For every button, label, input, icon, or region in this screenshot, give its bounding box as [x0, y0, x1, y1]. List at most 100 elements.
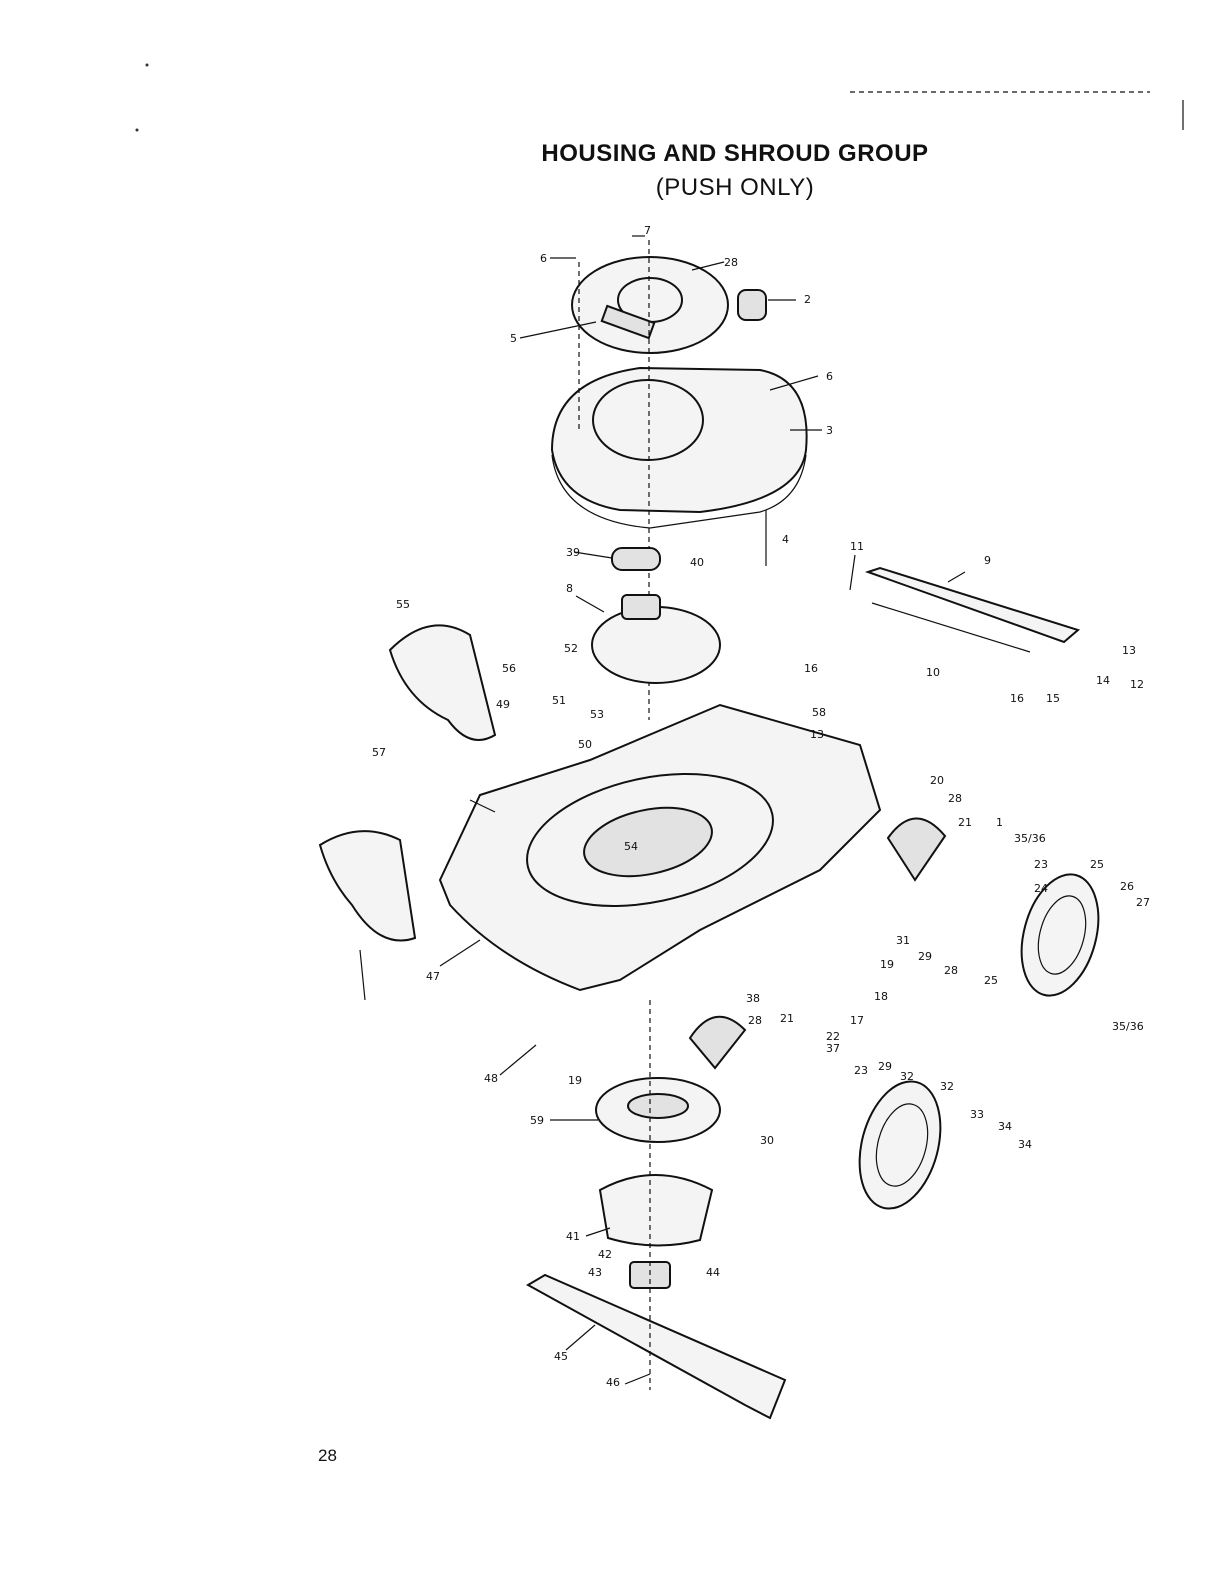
callout-number: 26 — [1120, 880, 1134, 893]
hinge-plate-part — [864, 566, 1081, 644]
callout-number: 29 — [918, 950, 932, 963]
callout-number: 57 — [372, 746, 386, 759]
callout-number: 40 — [690, 556, 704, 569]
callout-labels: 1 2 3 4 5 6 6 7 8 9 10 11 12 13 13 14 15… — [372, 224, 1150, 1389]
callout-number: 23 — [854, 1064, 868, 1077]
callout-number: 3 — [826, 424, 833, 437]
leader-line — [769, 375, 819, 391]
deck-motor-opening — [583, 806, 713, 878]
callout-number: 17 — [850, 1014, 864, 1027]
callout-number: 32 — [900, 1070, 914, 1083]
callout-number: 15 — [1046, 692, 1060, 705]
callout-number: 5 — [510, 332, 517, 345]
callout-number: 28 — [748, 1014, 762, 1027]
callout-number: 34 — [998, 1120, 1012, 1133]
leader-line — [469, 799, 496, 813]
callout-number: 46 — [606, 1376, 620, 1389]
callout-number: 28 — [948, 792, 962, 805]
leader-line — [573, 551, 613, 559]
page-number: 28 — [318, 1446, 337, 1465]
callout-number: 45 — [554, 1350, 568, 1363]
leader-line — [849, 554, 856, 591]
leader-line — [585, 1227, 611, 1237]
callout-number: 4 — [782, 533, 789, 546]
callout-number: 34 — [1018, 1138, 1032, 1151]
rear-wheel-part — [1020, 873, 1100, 997]
callout-number: 35/36 — [1112, 1020, 1144, 1033]
shroud-skirt — [551, 454, 807, 529]
side-shield-part — [388, 624, 497, 741]
leader-lines — [359, 235, 966, 1385]
callout-number: 25 — [984, 974, 998, 987]
knob-part — [737, 289, 767, 321]
callout-number: 42 — [598, 1248, 612, 1261]
callout-number: 13 — [1122, 644, 1136, 657]
shroud-opening — [592, 379, 704, 461]
callout-number: 59 — [530, 1114, 544, 1127]
callout-number: 16 — [804, 662, 818, 675]
diagram-title: HOUSING AND SHROUD GROUP — [541, 140, 929, 167]
callout-number: 50 — [578, 738, 592, 751]
callout-number: 25 — [1090, 858, 1104, 871]
front-wheel-part — [858, 1080, 942, 1210]
callout-number: 22 — [826, 1030, 840, 1043]
leader-line — [575, 595, 605, 613]
callout-number: 54 — [624, 840, 638, 853]
callout-number: 24 — [1034, 882, 1048, 895]
callout-number: 49 — [496, 698, 510, 711]
callout-number: 55 — [396, 598, 410, 611]
callout-number: 29 — [878, 1060, 892, 1073]
callout-number: 23 — [1034, 858, 1048, 871]
callout-number: 11 — [850, 540, 864, 553]
leader-line — [947, 571, 966, 583]
callout-number: 1 — [996, 816, 1003, 829]
baffle-opening — [627, 1093, 689, 1119]
callout-number: 33 — [970, 1108, 984, 1121]
callout-number: 53 — [590, 708, 604, 721]
leader-line — [439, 939, 481, 967]
callout-number: 44 — [706, 1266, 720, 1279]
callout-number: 16 — [1010, 692, 1024, 705]
scan-speck — [135, 128, 139, 132]
callout-number: 56 — [502, 662, 516, 675]
callout-number: 19 — [880, 958, 894, 971]
motor-plate-boss — [621, 594, 661, 620]
callout-number: 48 — [484, 1072, 498, 1085]
leader-line — [519, 321, 597, 339]
leader-line — [499, 1044, 537, 1076]
callout-number: 6 — [540, 252, 547, 265]
callout-number: 9 — [984, 554, 991, 567]
diagram-subtitle: (PUSH ONLY) — [655, 174, 815, 201]
height-adjuster-rear — [886, 817, 947, 882]
callout-number: 32 — [940, 1080, 954, 1093]
hinge-rod-part — [871, 602, 1031, 653]
callout-number: 21 — [780, 1012, 794, 1025]
leader-line — [565, 1324, 596, 1351]
callout-number: 12 — [1130, 678, 1144, 691]
callout-number: 21 — [958, 816, 972, 829]
rear-wheel-hub — [1037, 895, 1087, 975]
callout-number: 28 — [724, 256, 738, 269]
callout-number: 6 — [826, 370, 833, 383]
callout-number: 28 — [944, 964, 958, 977]
scan-speck — [145, 63, 149, 67]
fan-part — [598, 1174, 714, 1247]
callout-number: 14 — [1096, 674, 1110, 687]
callout-number: 37 — [826, 1042, 840, 1055]
decal-part — [600, 304, 656, 340]
callout-number: 41 — [566, 1230, 580, 1243]
callout-number: 35/36 — [1014, 832, 1046, 845]
callout-number: 2 — [804, 293, 811, 306]
callout-number: 8 — [566, 582, 573, 595]
callout-number: 51 — [552, 694, 566, 707]
callout-number: 10 — [926, 666, 940, 679]
height-adjuster-front — [688, 1015, 747, 1070]
callout-number: 52 — [564, 642, 578, 655]
callout-number: 27 — [1136, 896, 1150, 909]
callout-number: 31 — [896, 934, 910, 947]
leader-line — [359, 949, 366, 1001]
leader-line — [624, 1373, 651, 1385]
callout-number: 20 — [930, 774, 944, 787]
callout-number: 30 — [760, 1134, 774, 1147]
